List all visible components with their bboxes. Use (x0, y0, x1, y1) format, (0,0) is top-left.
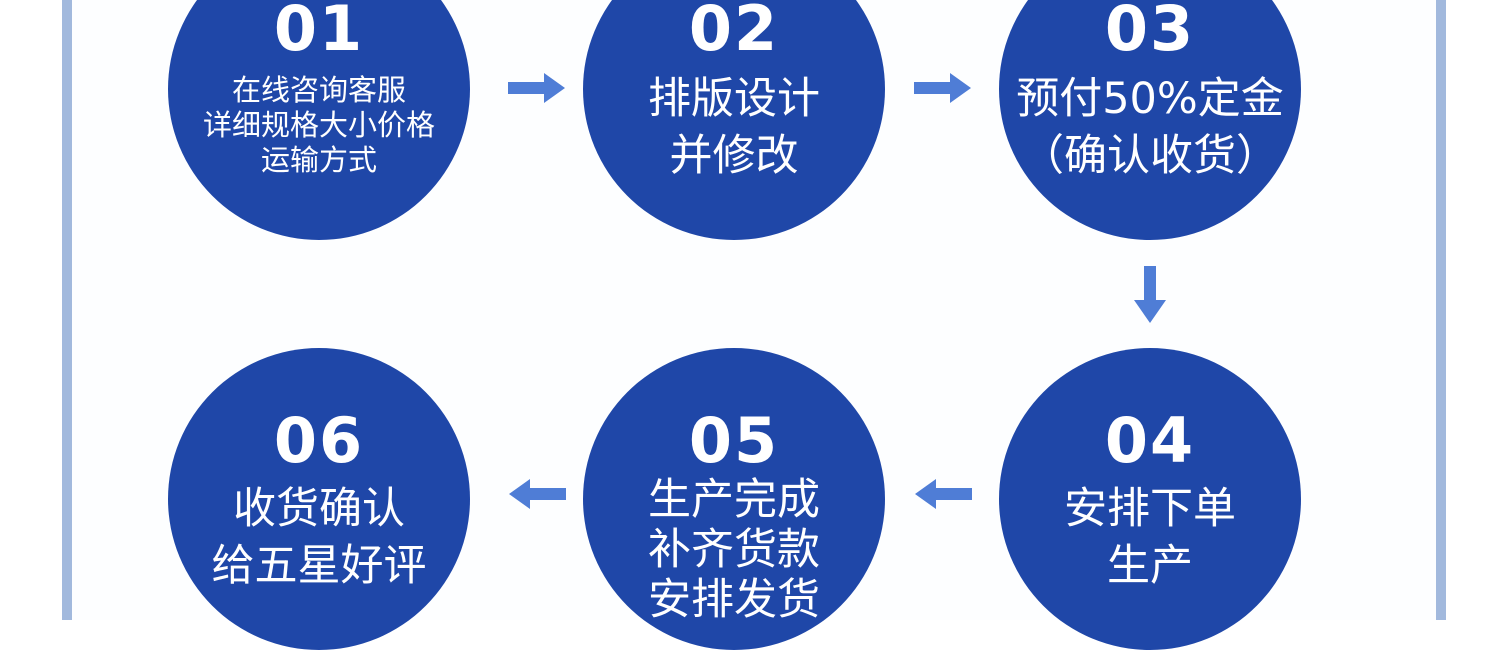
step-06-line-2: 给五星好评 (211, 541, 427, 591)
arrow-left-icon-1 (915, 479, 972, 509)
step-05-line-2: 补齐货款 (648, 525, 820, 575)
step-04-line-2: 生产 (1107, 541, 1193, 591)
step-05-line-3: 安排发货 (648, 575, 820, 625)
step-03-line-1: 预付50%定金 (1016, 74, 1284, 124)
step-03-number: 03 (1104, 0, 1196, 65)
step-01-line-1: 在线咨询客服 (231, 73, 406, 107)
step-02-number: 02 (688, 0, 780, 65)
arrow-right-icon-1 (508, 73, 565, 103)
arrow-right-icon-2 (914, 73, 971, 103)
step-01-circle: 01 在线咨询客服 详细规格大小价格 运输方式 (168, 0, 470, 240)
step-01-number: 01 (273, 0, 365, 65)
step-06-circle: 06 收货确认 给五星好评 (168, 348, 470, 650)
step-05-number: 05 (688, 404, 780, 477)
step-03-line-2: （确认收货） (1021, 131, 1279, 181)
step-05-description: 生产完成 补齐货款 安排发货 (583, 475, 885, 625)
step-01-line-2: 详细规格大小价格 (202, 108, 435, 142)
step-02-line-2: 并修改 (669, 131, 799, 181)
step-06-description: 收货确认 给五星好评 (168, 481, 470, 595)
step-02-description: 排版设计 并修改 (583, 71, 885, 185)
step-01-description: 在线咨询客服 详细规格大小价格 运输方式 (168, 73, 470, 178)
step-06-number: 06 (273, 404, 365, 477)
step-05-circle: 05 生产完成 补齐货款 安排发货 (583, 348, 885, 650)
step-05-line-1: 生产完成 (648, 475, 820, 525)
step-01-line-3: 运输方式 (260, 143, 377, 177)
arrow-down-icon (1134, 266, 1166, 323)
step-04-line-1: 安排下单 (1064, 484, 1236, 534)
step-02-circle: 02 排版设计 并修改 (583, 0, 885, 240)
step-04-circle: 04 安排下单 生产 (999, 348, 1301, 650)
step-03-circle: 03 预付50%定金 （确认收货） (999, 0, 1301, 240)
step-03-description: 预付50%定金 （确认收货） (999, 71, 1301, 185)
step-06-line-1: 收货确认 (233, 484, 405, 534)
step-02-line-1: 排版设计 (648, 74, 820, 124)
step-04-number: 04 (1104, 404, 1196, 477)
arrow-left-icon-2 (509, 479, 566, 509)
step-04-description: 安排下单 生产 (999, 481, 1301, 595)
